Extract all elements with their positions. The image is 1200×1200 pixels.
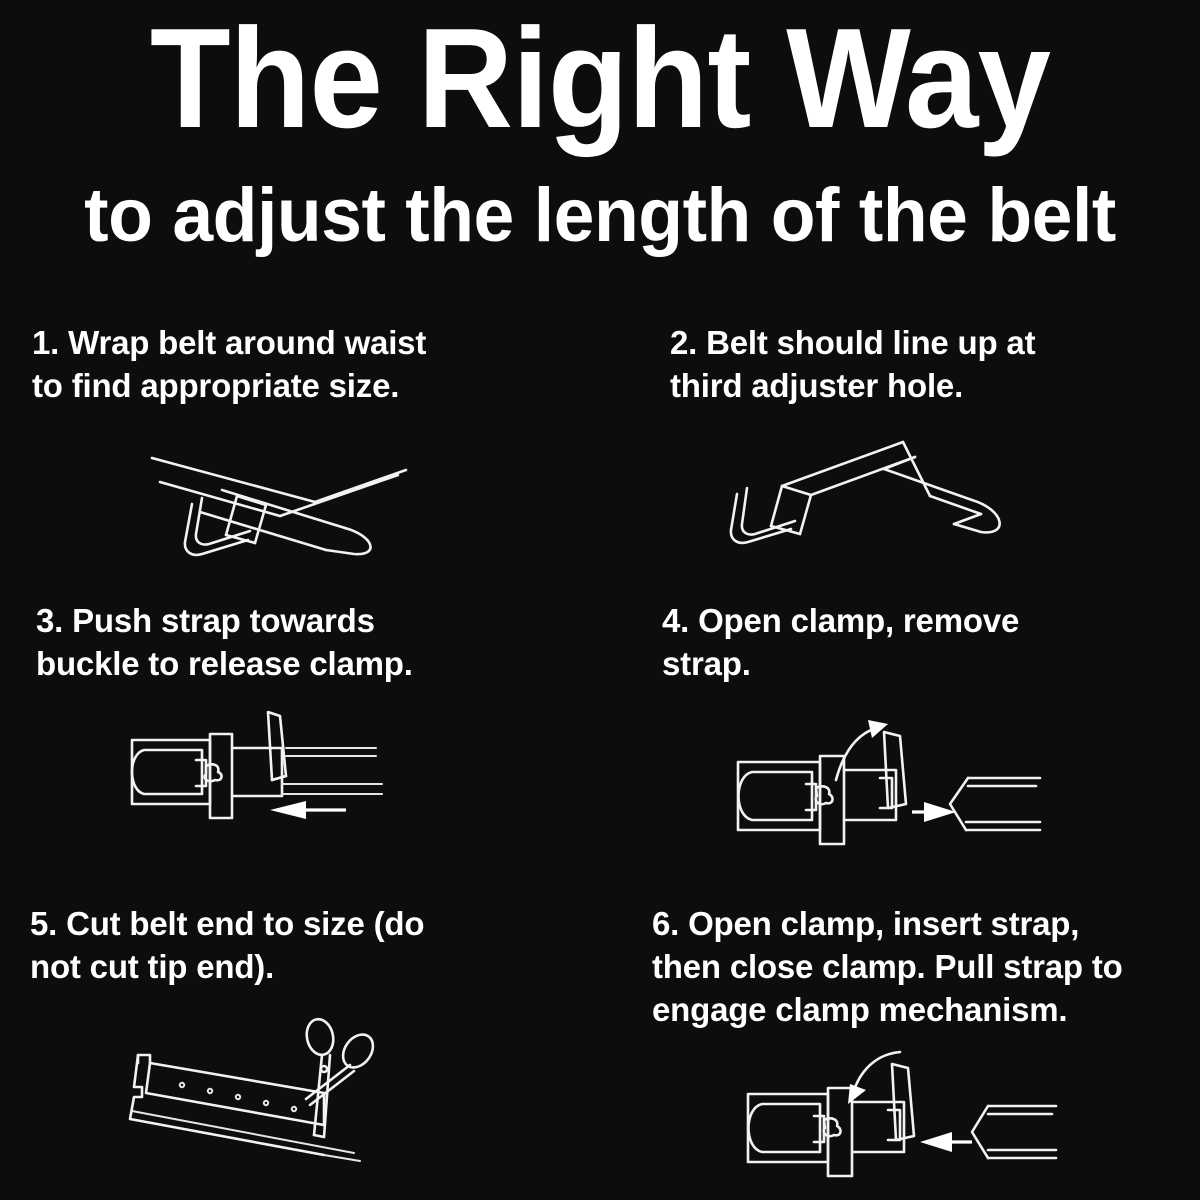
cut-belt-with-scissors-diagram — [128, 1017, 375, 1162]
step-2-text: 2. Belt should line up at third adjuster… — [670, 324, 1036, 404]
step-5: 5. Cut belt end to size (do not cut tip … — [0, 903, 600, 1162]
step-3: 3. Push strap towards buckle to release … — [0, 600, 600, 844]
step-2: 2. Belt should line up at third adjuster… — [600, 322, 1200, 562]
insert-strap-close-clamp-diagram — [746, 1050, 1058, 1177]
step-4-text: 4. Open clamp, remove strap. — [662, 602, 1020, 682]
push-strap-toward-buckle-diagram — [130, 710, 383, 820]
belt-aligned-third-hole-diagram — [729, 440, 1001, 544]
step-1-text: 1. Wrap belt around waist to find approp… — [32, 324, 427, 404]
belt-wrapped-crossed-strap-diagram — [150, 456, 408, 556]
open-clamp-remove-strap-diagram — [736, 719, 1042, 846]
step-1: 1. Wrap belt around waist to find approp… — [0, 322, 600, 560]
step-5-text: 5. Cut belt end to size (do not cut tip … — [30, 905, 425, 985]
step-6: 6. Open clamp, insert strap, then close … — [600, 903, 1200, 1186]
page-subtitle: to adjust the length of the belt — [84, 173, 1116, 258]
step-6-text: 6. Open clamp, insert strap, then close … — [652, 905, 1123, 1028]
page-title: The Right Way — [149, 0, 1051, 158]
step-4: 4. Open clamp, remove strap. — [600, 600, 1200, 853]
step-3-text: 3. Push strap towards buckle to release … — [36, 602, 413, 682]
